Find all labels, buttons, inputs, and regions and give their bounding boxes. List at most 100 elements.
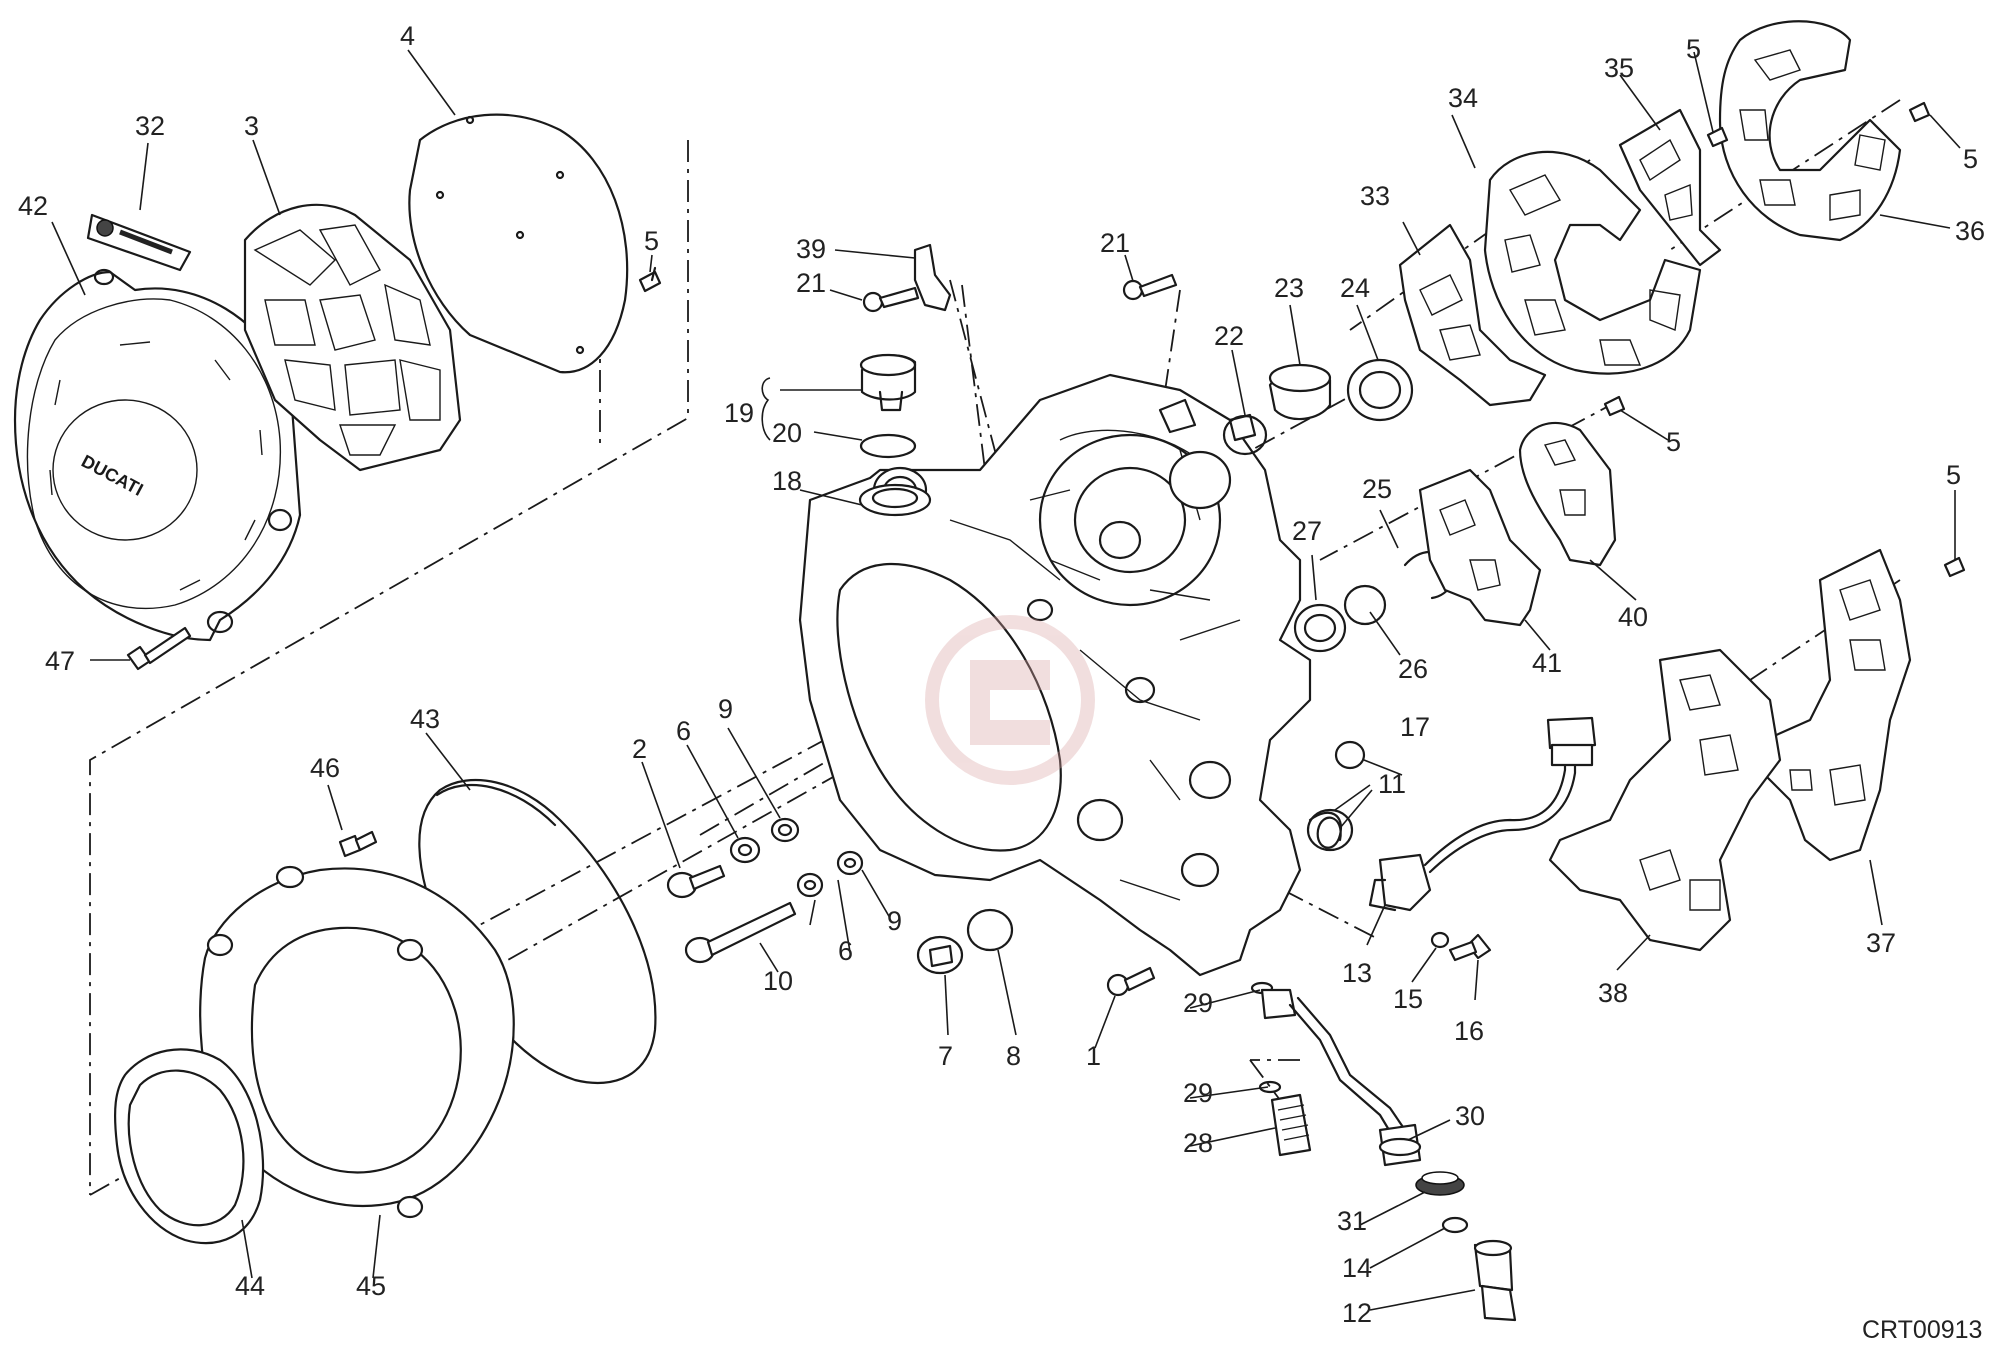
snap-ring-22	[1222, 414, 1268, 456]
o-ring-8	[966, 908, 1014, 952]
callout-3: 3	[244, 111, 259, 141]
ring-17	[1334, 740, 1366, 770]
callout-31: 31	[1337, 1206, 1367, 1236]
callout-6-lower: 6	[838, 936, 853, 966]
callout-28: 28	[1183, 1128, 1213, 1158]
leader-lines	[51, 49, 1961, 1311]
callout-26: 26	[1398, 654, 1428, 684]
bracket-39	[913, 243, 952, 312]
callout-39: 39	[796, 234, 826, 264]
callout-21-right: 21	[1100, 228, 1130, 258]
screw-21-right	[1122, 273, 1178, 301]
seal-ring	[113, 1048, 265, 1245]
callout-46: 46	[310, 753, 340, 783]
washer-14	[1441, 1216, 1469, 1234]
callout-14: 14	[1342, 1253, 1372, 1283]
callout-35: 35	[1604, 53, 1634, 83]
callout-18: 18	[772, 466, 802, 496]
callout-37: 37	[1866, 928, 1896, 958]
callout-38: 38	[1598, 978, 1628, 1008]
callout-15: 15	[1393, 984, 1423, 1014]
screw-top-left	[638, 266, 662, 293]
callout-33: 33	[1360, 181, 1390, 211]
callout-7: 7	[938, 1041, 953, 1071]
callout-47: 47	[45, 646, 75, 676]
bushing-23	[1268, 363, 1332, 421]
fitting-30	[1378, 1123, 1422, 1167]
bolt-46	[338, 830, 378, 858]
callout-5-top-mid: 5	[1686, 34, 1701, 64]
callout-9-upper: 9	[718, 694, 733, 724]
bracket-35	[1618, 108, 1722, 267]
watermark	[925, 615, 1095, 785]
cover-gasket-disc	[408, 113, 629, 374]
ring-26	[1343, 584, 1387, 626]
callout-44: 44	[235, 1271, 265, 1301]
callout-27: 27	[1292, 516, 1322, 546]
callout-30: 30	[1455, 1101, 1485, 1131]
seal-27	[1293, 603, 1347, 653]
callout-29-upper: 29	[1183, 988, 1213, 1018]
bolt-16	[1448, 933, 1492, 962]
plug-7	[916, 935, 964, 975]
callout-11: 11	[1378, 769, 1406, 799]
washer-9-lower	[836, 850, 864, 876]
clutch-cover-pad	[243, 203, 462, 472]
screw-5-upper-mid	[1706, 126, 1729, 148]
callout-10: 10	[763, 966, 793, 996]
callout-20: 20	[772, 418, 802, 448]
oil-filler-plug	[859, 353, 917, 412]
callout-6-upper: 6	[676, 716, 691, 746]
callout-42: 42	[18, 191, 48, 221]
pin-10	[684, 901, 797, 964]
callout-29-lower: 29	[1183, 1078, 1213, 1108]
protector-37	[1758, 548, 1912, 862]
washer-9-upper	[770, 817, 800, 843]
clutch-cover-ring	[199, 865, 515, 1219]
callout-2: 2	[632, 734, 647, 764]
drawing-code: CRT00913	[1862, 1316, 1982, 1344]
callout-23: 23	[1274, 273, 1304, 303]
bolt-47	[126, 626, 192, 671]
callout-5-mid: 5	[1666, 427, 1681, 457]
crankcase-cover	[798, 373, 1312, 977]
outer-clutch-cover: DUCATI	[13, 268, 302, 642]
screw-5-upper-right	[1908, 101, 1931, 123]
screw-1	[1106, 966, 1156, 997]
callout-32: 32	[135, 111, 165, 141]
slider-33	[1398, 223, 1547, 407]
callout-5-top-left: 5	[644, 226, 659, 256]
pressure-sender-12	[1473, 1239, 1517, 1322]
seal-31	[1415, 1171, 1465, 1196]
callout-21-left: 21	[796, 268, 826, 298]
callout-4: 4	[400, 21, 415, 51]
spring-11	[1306, 808, 1354, 852]
seal-24	[1346, 358, 1414, 422]
cover-decal	[86, 213, 192, 272]
bolt-2	[666, 864, 726, 899]
callout-9-lower: 9	[887, 906, 902, 936]
screw-5-right	[1943, 556, 1966, 578]
callout-17: 17	[1400, 712, 1430, 742]
protector-34	[1483, 150, 1702, 375]
slider-38	[1548, 648, 1782, 952]
callout-12: 12	[1342, 1298, 1372, 1328]
callout-22: 22	[1214, 321, 1244, 351]
callout-43: 43	[410, 704, 440, 734]
washer-6-upper	[729, 836, 761, 864]
washer-15	[1430, 931, 1450, 949]
oil-filler-neck	[858, 483, 932, 517]
sensor-13	[1368, 716, 1597, 912]
banjo-bolt-28	[1270, 1093, 1312, 1157]
washer-6-lower	[796, 872, 824, 898]
screw-5-mid	[1603, 395, 1626, 417]
callout-24: 24	[1340, 273, 1370, 303]
callout-5-top-right: 5	[1963, 144, 1978, 174]
callout-19: 19	[724, 398, 754, 428]
oil-line-fitting	[1260, 988, 1407, 1142]
callout-labels: 42 32 3 4 5 47 43 46 44 45 2 6 9 10 6 9 …	[18, 21, 1985, 1344]
callout-41: 41	[1532, 648, 1562, 678]
callout-5-right: 5	[1946, 460, 1961, 490]
callout-40: 40	[1618, 602, 1648, 632]
